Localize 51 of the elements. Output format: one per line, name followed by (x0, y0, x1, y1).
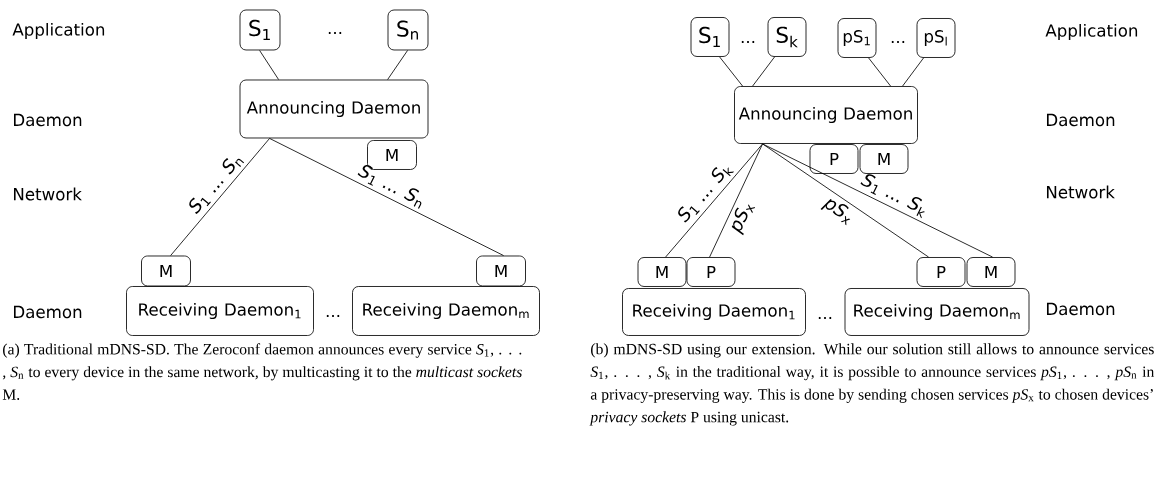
daemon-box: Receiving Daemon$_{m}$ (352, 286, 540, 336)
layer-label: Daemon (1047, 302, 1115, 316)
connector-line (269, 138, 504, 256)
ellipsis: ... (891, 40, 905, 43)
daemon-box: Receiving Daemon$_{1}$ (126, 286, 314, 336)
connector-line (762, 143, 929, 258)
service-box: S$_{1}$ (690, 17, 730, 57)
caption: (a) Traditional mDNS-SD. The Zeroconf daemon announces every service S$_{1}$, . . . , S$_{n}$ to every device in the same network, by multicasting it to the multicast sockets M. (2, 343, 522, 400)
service-box: S$_{1}$ (239, 9, 281, 51)
daemon-box: Receiving Daemon$_{1}$ (622, 288, 806, 336)
edge-label: pS$_{x}$ (731, 204, 756, 236)
connector-line (868, 57, 891, 87)
layer-label: Application (1045, 23, 1138, 41)
service-box: S$_{k}$ (767, 17, 807, 57)
socket-box: P (686, 257, 736, 287)
connector-line (709, 143, 763, 258)
ellipsis: ... (326, 314, 340, 317)
edge-label: pS$_{x}$ (820, 199, 851, 226)
layer-label: Daemon (14, 305, 82, 319)
ellipsis: ... (328, 31, 342, 34)
ellipsis: ... (818, 316, 832, 319)
layer-label: Daemon (1047, 113, 1115, 127)
daemon-box: Announcing Daemon (239, 79, 429, 139)
socket-box: M (859, 144, 909, 174)
socket-box: P (809, 144, 859, 174)
socket-box: M (141, 255, 191, 287)
socket-box: M (476, 255, 526, 287)
layer-label: Daemon (14, 113, 82, 127)
socket-box: M (637, 257, 687, 287)
service-box: pS$_{1}$ (837, 18, 877, 58)
socket-box: M (966, 257, 1016, 287)
connector-line (902, 57, 924, 87)
connector-line (170, 138, 270, 256)
layer-label: Application (12, 22, 105, 40)
caption: (b) mDNS-SD using our extension. While our solution still allows to announce services S$_{1}$, . . . , S$_{k}$ in the traditional way, it is possible to announce services pS$_{1}$, . . . , pS$_{n}$ in a privacy-preserving way. This is done by sending chosen services pS$_{x}$ to chosen devices’ privacy sockets P using unicast. (589, 343, 1155, 426)
socket-box: P (916, 257, 966, 287)
ellipsis: ... (741, 40, 755, 43)
service-box: S$_{n}$ (387, 9, 429, 51)
edge-label: S$_{1}$ ... S$_{n}$ (189, 158, 245, 214)
layer-label: Network (1047, 185, 1115, 199)
connector-line (752, 56, 775, 87)
connector-line (665, 143, 763, 258)
daemon-box: Announcing Daemon (734, 86, 918, 144)
connector-line (719, 56, 743, 87)
layer-label: Network (14, 187, 82, 201)
edge-label: S$_{1}$ ... S$_{k}$ (860, 174, 926, 219)
connector-line (259, 50, 279, 80)
service-box: pS$_{l}$ (916, 18, 956, 58)
connector-line (387, 50, 408, 80)
daemon-box: Receiving Daemon$_{m}$ (844, 288, 1030, 336)
connector-line (762, 143, 993, 258)
